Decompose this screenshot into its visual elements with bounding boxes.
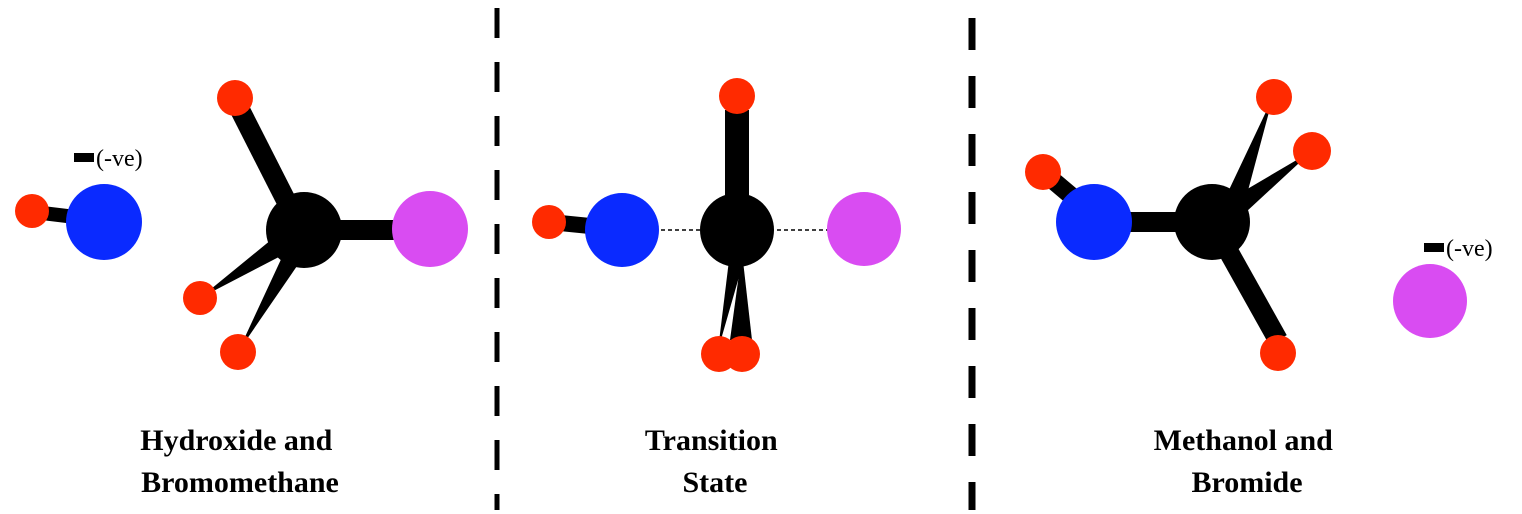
carbon-atom	[700, 193, 774, 267]
caption-line: Methanol and	[1154, 424, 1334, 457]
bromide-ion: (-ve)	[1393, 236, 1493, 338]
hydrogen-atom	[1256, 79, 1292, 115]
oxygen-atom	[1056, 184, 1132, 260]
hydrogen-atom	[719, 78, 755, 114]
panel-products: (-ve) Methanol and Bromide	[1025, 79, 1493, 499]
bromine-atom	[827, 192, 901, 266]
charge-label: (-ve)	[1446, 236, 1493, 262]
bromine-atom	[392, 191, 468, 267]
methanol-molecule	[1025, 79, 1331, 371]
carbon-atom	[266, 192, 342, 268]
wedge-bond-c-h-upper	[1228, 97, 1273, 198]
caption-products: Methanol and Bromide	[1154, 424, 1341, 499]
wedge-bond-c-h-lower-left	[718, 252, 745, 350]
charge-marker	[74, 153, 94, 162]
bromomethane-molecule	[183, 80, 468, 370]
charge-marker	[1424, 243, 1444, 252]
hydrogen-atom	[532, 205, 566, 239]
caption-line: Bromide	[1191, 466, 1302, 499]
charge-label: (-ve)	[96, 146, 143, 172]
hydroxide-ion: (-ve)	[15, 146, 143, 260]
bromine-atom	[1393, 264, 1467, 338]
wedge-bond-c-h-lower-right	[730, 252, 752, 340]
hydrogen-atom	[724, 336, 760, 372]
caption-line: Hydroxide and	[140, 424, 332, 457]
wedge-bond-c-h-right	[1232, 151, 1312, 212]
oxygen-atom	[66, 184, 142, 260]
hydrogen-atom	[217, 80, 253, 116]
oxygen-atom	[585, 193, 659, 267]
panel-reactants: (-ve) Hydroxide and Bromomethane	[15, 80, 468, 499]
carbon-atom	[1174, 184, 1250, 260]
caption-reactants: Hydroxide and Bromomethane	[140, 424, 340, 499]
hydrogen-atom	[15, 194, 49, 228]
hydrogen-atom	[1260, 335, 1296, 371]
hydrogen-atom	[1025, 154, 1061, 190]
caption-line: Transition	[645, 424, 778, 457]
hydrogen-atom	[1293, 132, 1331, 170]
panel-transition: Transition State	[532, 78, 901, 499]
hydrogen-atom	[220, 334, 256, 370]
hydrogen-atom	[183, 281, 217, 315]
caption-transition: Transition State	[645, 424, 785, 499]
caption-line: Bromomethane	[141, 466, 339, 499]
caption-line: State	[683, 466, 748, 499]
wedge-bond-c-h-bottom	[238, 240, 308, 352]
